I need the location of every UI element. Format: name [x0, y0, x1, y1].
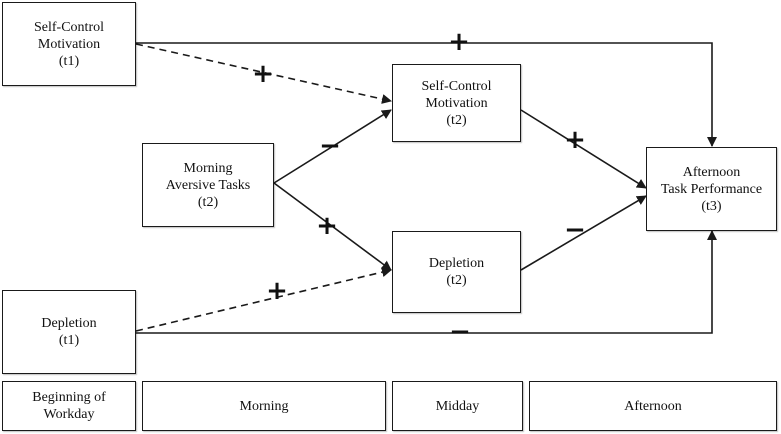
sign-scm-t1-to-scm-t2: + — [252, 59, 274, 89]
arrow-tasks-to-depletion-t2 — [273, 182, 392, 271]
arrow-depletion-t1-to-depletion-t2 — [135, 267, 392, 332]
timeline-midday: Midday — [392, 381, 523, 431]
timeline-morning: Morning — [142, 381, 386, 431]
box-label: Morning Aversive Tasks (t2) — [165, 160, 251, 210]
sign-depletion-t1-to-depletion-t2: + — [266, 276, 288, 306]
timeline-label: Midday — [435, 398, 480, 414]
arrow-scm-t1-to-performance — [136, 42, 717, 147]
box-self-control-motivation-t1: Self-Control Motivation (t1) — [2, 2, 136, 86]
box-depletion-t2: Depletion (t2) — [392, 231, 521, 313]
box-label: Depletion (t2) — [428, 256, 485, 288]
timeline-beginning-of-workday: Beginning of Workday — [2, 381, 136, 431]
timeline-afternoon: Afternoon — [529, 381, 777, 431]
box-label: Self-Control Motivation (t2) — [421, 78, 492, 128]
sign-tasks-to-depletion-t2: + — [316, 211, 338, 241]
timeline-label: Beginning of Workday — [32, 390, 106, 422]
sign-depletion-t1-to-performance: − — [449, 317, 471, 347]
timeline-label: Afternoon — [624, 398, 682, 414]
arrow-depletion-t2-to-performance — [520, 195, 647, 271]
timeline-label: Morning — [239, 398, 289, 414]
sign-depletion-t2-to-performance: − — [564, 215, 586, 245]
box-afternoon-task-performance: Afternoon Task Performance (t3) — [646, 147, 777, 231]
sign-scm-t1-to-performance: + — [448, 27, 470, 57]
arrow-scm-t2-to-performance — [520, 109, 647, 189]
sign-tasks-to-scm-t2: − — [319, 131, 341, 161]
box-depletion-t1: Depletion (t1) — [2, 290, 136, 374]
box-self-control-motivation-t2: Self-Control Motivation (t2) — [392, 64, 521, 142]
box-label: Self-Control Motivation (t1) — [34, 19, 104, 69]
arrow-scm-t1-to-scm-t2 — [135, 43, 392, 104]
box-morning-aversive-tasks: Morning Aversive Tasks (t2) — [142, 143, 274, 227]
arrow-depletion-t1-to-performance — [136, 230, 717, 334]
arrow-tasks-to-scm-t2 — [273, 109, 392, 184]
sign-scm-t2-to-performance: + — [564, 125, 586, 155]
box-label: Afternoon Task Performance (t3) — [660, 164, 763, 214]
box-label: Depletion (t1) — [41, 316, 97, 348]
